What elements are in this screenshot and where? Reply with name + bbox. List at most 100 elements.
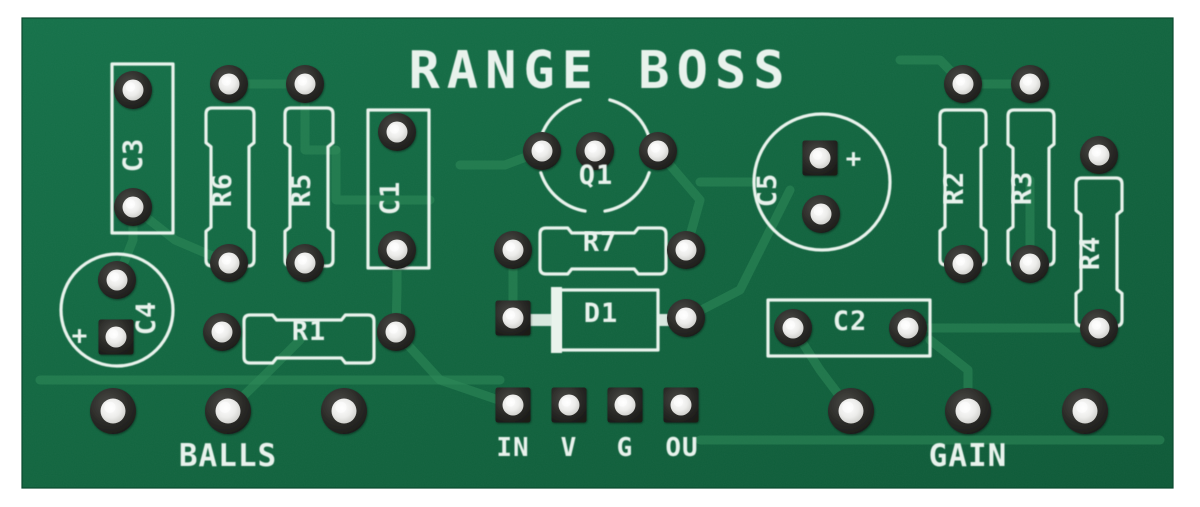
component-r3-pad-2-highlight (1022, 256, 1033, 266)
pot-balls-pad-2[interactable] (205, 388, 251, 434)
terminal-v-pad[interactable] (551, 387, 587, 423)
component-r5-pad-1[interactable] (286, 65, 324, 103)
component-r7-pad-1[interactable] (494, 231, 532, 269)
terminal-ou-pad[interactable] (663, 387, 699, 423)
component-c4-refdes-label: C4 (131, 301, 162, 336)
component-r5-refdes-label: R5 (286, 173, 317, 208)
pot-balls-pad-2-highlight (219, 401, 231, 413)
component-r1-pad-1-highlight (214, 324, 225, 334)
component-r4-pad-2-highlight (1091, 320, 1102, 330)
component-c4-pad-1[interactable] (98, 261, 136, 299)
component-c1-pad-2[interactable] (378, 231, 416, 269)
component-c5-pad-1-highlight (812, 150, 823, 160)
component-r1-refdes-label: R1 (292, 316, 327, 347)
component-r2-pad-1-highlight (955, 76, 966, 86)
component-c3-pad-1[interactable] (114, 71, 152, 109)
pot-gain-label: GAIN (929, 438, 1008, 474)
component-c5-pad-1[interactable] (802, 140, 838, 176)
component-c3-pad-2[interactable] (114, 188, 152, 226)
component-c5-polarity-plus: + (846, 144, 863, 174)
trace-d1-right-to-c5 (681, 185, 795, 323)
component-c2-pad-1-highlight (785, 320, 796, 330)
pot-gain-pad-2[interactable] (945, 388, 991, 434)
component-c4-pad-2[interactable] (98, 319, 134, 355)
component-r6-outline (204, 106, 256, 268)
terminal-in-label: IN (496, 433, 529, 463)
component-r7-pad-2[interactable] (667, 231, 705, 269)
pot-balls-pad-3[interactable] (321, 388, 367, 434)
component-q1-pad-3-highlight (650, 143, 661, 153)
component-d1-pad-2[interactable] (667, 299, 705, 337)
component-q1-pad-2-highlight (587, 143, 598, 153)
component-c4-polarity-plus: + (72, 321, 89, 351)
component-r3-pad-1[interactable] (1011, 65, 1049, 103)
component-c5-outline (752, 112, 892, 252)
component-c1-refdes-label: C1 (375, 181, 406, 216)
trace-r5-top-down (300, 79, 341, 155)
component-c1-pad-2-highlight (389, 242, 400, 252)
component-q1-outline-arc-br (603, 171, 651, 213)
terminal-v-pad-highlight (561, 397, 572, 407)
component-c3-outline (110, 62, 175, 235)
component-r3-refdes-label: R3 (1007, 171, 1038, 206)
terminal-in-pad[interactable] (495, 387, 531, 423)
component-r2-pad-2[interactable] (944, 245, 982, 283)
component-r1-outline (242, 313, 376, 365)
board-title: RANGE BOSS (408, 41, 791, 101)
terminal-ou-pad-highlight (673, 397, 684, 407)
pot-balls-pad-1[interactable] (90, 388, 136, 434)
component-q1-outline-arc-bl (539, 171, 587, 213)
component-r1-pad-2-highlight (388, 324, 399, 334)
component-c1-pad-1-highlight (389, 124, 400, 134)
component-d1-pad-1[interactable] (495, 300, 531, 336)
component-r7-refdes-label: R7 (583, 227, 618, 258)
component-c5-pad-2-highlight (813, 206, 824, 216)
component-r3-pad-2[interactable] (1011, 245, 1049, 283)
component-r6-pad-1-highlight (221, 76, 232, 86)
terminal-v-label: V (561, 433, 578, 463)
pad-layer (90, 65, 1118, 434)
component-r2-pad-1[interactable] (944, 65, 982, 103)
component-c2-pad-2[interactable] (889, 309, 927, 347)
component-c4-pad-2-highlight (108, 329, 119, 339)
pot-gain-pad-1[interactable] (828, 388, 874, 434)
component-c2-outline (766, 298, 932, 358)
component-q1-pad-2[interactable] (576, 132, 614, 170)
component-r5-outline (283, 106, 335, 268)
terminal-g-label: G (617, 433, 634, 463)
component-d1-pad-1-highlight (505, 310, 516, 320)
component-r6-pad-1[interactable] (210, 65, 248, 103)
component-d1-outline-lead-left (530, 314, 552, 326)
component-r4-pad-2[interactable] (1080, 309, 1118, 347)
component-q1-pad-3[interactable] (639, 132, 677, 170)
pot-balls-pad-1-highlight (104, 401, 116, 413)
pot-gain-pad-1-highlight (842, 401, 854, 413)
component-r6-refdes-label: R6 (207, 173, 238, 208)
pot-gain-pad-3[interactable] (1062, 388, 1108, 434)
component-r1-pad-2[interactable] (377, 313, 415, 351)
component-c2-refdes-label: C2 (833, 306, 868, 337)
component-r3-pad-1-highlight (1022, 76, 1033, 86)
component-r5-pad-1-highlight (297, 76, 308, 86)
terminal-g-pad-highlight (617, 397, 628, 407)
terminal-g-pad[interactable] (607, 387, 643, 423)
component-c1-pad-1[interactable] (378, 113, 416, 151)
component-c2-pad-1[interactable] (774, 309, 812, 347)
component-c3-pad-2-highlight (125, 199, 136, 209)
pot-balls-label: BALLS (179, 438, 277, 474)
pot-balls-pad-3-highlight (335, 401, 347, 413)
component-r4-pad-1-highlight (1091, 147, 1102, 157)
component-r4-pad-1[interactable] (1080, 136, 1118, 174)
component-r7-outline (538, 226, 668, 276)
component-q1-pad-1[interactable] (523, 132, 561, 170)
component-d1-pad-2-highlight (678, 310, 689, 320)
component-r5-pad-2[interactable] (286, 244, 324, 282)
component-r6-pad-2-highlight (221, 255, 232, 265)
component-q1-refdes-label: Q1 (579, 160, 614, 191)
component-r1-pad-1[interactable] (203, 313, 241, 351)
component-c5-pad-2[interactable] (802, 195, 840, 233)
component-r6-pad-2[interactable] (210, 244, 248, 282)
